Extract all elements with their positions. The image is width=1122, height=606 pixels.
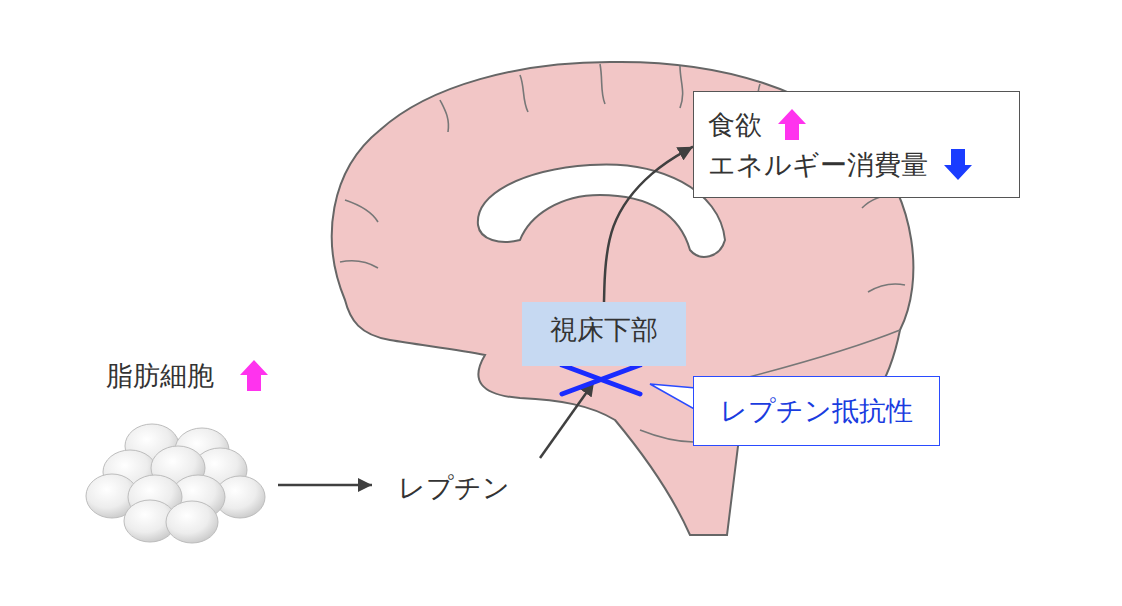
hormone-label: レプチン <box>398 471 510 505</box>
gyrus-line <box>440 100 448 132</box>
decrease-arrow <box>944 149 972 180</box>
cross-stroke <box>562 365 640 394</box>
node-text: 食欲 <box>708 108 762 142</box>
callout-box: レプチン抵抗性 <box>693 376 940 446</box>
block-cross <box>562 365 640 394</box>
gyrus-line <box>345 200 378 222</box>
gyrus-line <box>680 66 683 108</box>
text-row: 食欲 <box>708 108 806 142</box>
node-text: レプチン抵抗性 <box>720 394 913 428</box>
hypothalamus-box: 視床下部 <box>522 302 686 366</box>
secretion-arrow <box>278 484 372 487</box>
gyrus-line <box>868 284 905 292</box>
connector-layer <box>604 147 693 302</box>
effect-arrow <box>604 147 693 302</box>
text-row: レプチン抵抗性 <box>720 394 913 428</box>
gyrus-line <box>340 261 378 268</box>
fat-cell <box>166 501 218 543</box>
callout-pointer <box>650 384 696 410</box>
text-row: エネルギー消費量 <box>708 148 972 182</box>
gyrus-line <box>520 75 528 112</box>
arrow-shape <box>944 149 972 180</box>
cell-label: 脂肪細胞 <box>106 359 214 393</box>
text-row: 視床下部 <box>550 313 658 347</box>
cerebellum-boundary <box>745 330 900 378</box>
arrow-shape <box>778 109 806 140</box>
increase-arrow <box>240 360 268 391</box>
increase-arrow <box>778 109 806 140</box>
gyrus-line <box>600 64 605 104</box>
node-text: エネルギー消費量 <box>708 148 928 182</box>
fat-cells <box>86 424 265 543</box>
cross-stroke <box>562 365 640 394</box>
node-text: 視床下部 <box>550 313 658 347</box>
effect-box: 食欲エネルギー消費量 <box>693 91 1020 198</box>
corpus-callosum <box>478 164 725 256</box>
